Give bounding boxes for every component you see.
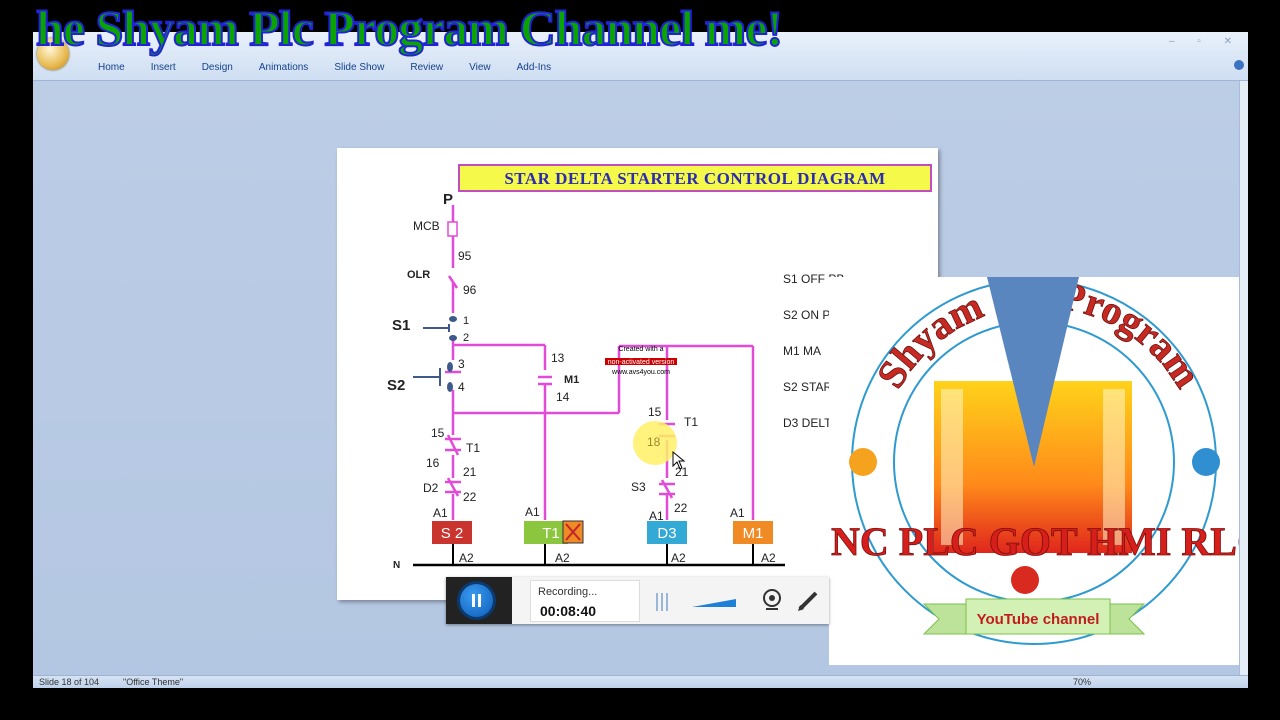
channel-logo: Shyam Plc Program CNC PLC GOT HMI RLC Yo…	[829, 277, 1239, 665]
tab-design[interactable]: Design	[201, 62, 233, 73]
svg-text:www.avs4you.com: www.avs4you.com	[611, 369, 670, 376]
svg-text:A1: A1	[730, 506, 745, 520]
zoom-level[interactable]: 70%	[1073, 677, 1092, 687]
coil-t1	[524, 521, 568, 544]
svg-text:MCB: MCB	[413, 219, 440, 233]
slide-title: STAR DELTA STARTER CONTROL DIAGRAM	[458, 164, 932, 192]
play-arrow-shape	[987, 277, 1079, 467]
svg-text:N: N	[393, 560, 400, 571]
svg-text:16: 16	[426, 456, 440, 470]
tab-review[interactable]: Review	[410, 62, 444, 73]
svg-text:15: 15	[648, 405, 662, 419]
audio-level-icon	[656, 593, 668, 611]
status-bar: Slide 18 of 104 "Office Theme" 70%	[33, 675, 1248, 688]
svg-text:A2: A2	[671, 551, 686, 565]
help-icon[interactable]	[1234, 60, 1244, 70]
coil-m1	[733, 521, 773, 544]
svg-text:S 2: S 2	[441, 525, 464, 542]
svg-text:13: 13	[551, 351, 565, 365]
ribbon-tabs: Home Insert Design Animations Slide Show…	[85, 62, 564, 74]
timer-icon	[562, 520, 584, 544]
window-controls[interactable]: – ▫ ✕	[1168, 36, 1242, 47]
tab-home[interactable]: Home	[98, 62, 125, 73]
svg-text:A1: A1	[525, 505, 540, 519]
recorder-toolbar: Recording... 00:08:40	[446, 577, 829, 624]
svg-text:Created with a: Created with a	[618, 346, 663, 353]
ribbon-banner	[965, 598, 1111, 635]
tab-view[interactable]: View	[469, 62, 491, 73]
pause-icon	[460, 584, 493, 617]
svg-text:15: 15	[431, 426, 445, 440]
legend-item: M1 MA	[783, 344, 822, 358]
vertical-scrollbar[interactable]	[1239, 81, 1248, 676]
control-diagram: P MCB 95 OLR 96 S1 1 2 S2 3 4 13 M1 14 1…	[387, 191, 785, 571]
legend-item: D3 DELT	[783, 416, 832, 430]
svg-text:A2: A2	[459, 551, 474, 565]
svg-text:21: 21	[675, 465, 689, 479]
channel-banner: he Shyam Plc Program Channel me!	[35, 0, 784, 57]
sun-icon-bottom	[1011, 566, 1039, 594]
label-p: P	[443, 191, 453, 208]
svg-text:OLR: OLR	[407, 269, 430, 281]
volume-slider[interactable]	[690, 587, 740, 613]
svg-text:T1: T1	[466, 441, 480, 455]
svg-text:A2: A2	[555, 551, 570, 565]
ribbon: Home Insert Design Animations Slide Show…	[33, 32, 1248, 81]
tab-slide-show[interactable]: Slide Show	[334, 62, 385, 73]
svg-text:1: 1	[463, 315, 469, 327]
svg-text:non-activated version: non-activated version	[608, 359, 675, 366]
svg-text:S3: S3	[631, 480, 646, 494]
svg-text:A1: A1	[433, 506, 448, 520]
svg-text:21: 21	[463, 465, 477, 479]
office-button[interactable]	[37, 38, 69, 70]
recording-time: 00:08:40	[540, 603, 597, 619]
tab-add-ins[interactable]: Add-Ins	[516, 62, 552, 73]
svg-text:A1: A1	[649, 509, 664, 523]
legend-item: S2 ON P	[783, 308, 831, 322]
svg-text:18: 18	[647, 435, 661, 449]
pen-icon[interactable]	[796, 587, 822, 613]
mouse-cursor-icon	[672, 450, 686, 470]
svg-text:M1: M1	[564, 374, 579, 386]
watermark: Created with a non-activated version www…	[605, 346, 677, 376]
slide-counter: Slide 18 of 104	[39, 677, 100, 687]
svg-text:T1: T1	[542, 525, 560, 542]
svg-text:95: 95	[458, 249, 472, 263]
svg-text:96: 96	[463, 283, 477, 297]
coil-d3	[647, 521, 687, 544]
legend-item: S2 STAR	[783, 380, 833, 394]
svg-text:D3: D3	[657, 525, 676, 542]
recording-status: Recording... 00:08:40	[530, 580, 640, 622]
sun-icon-left	[849, 448, 877, 476]
youtube-channel-label: YouTube channel	[976, 611, 1100, 628]
pause-button[interactable]	[446, 577, 512, 624]
svg-text:14: 14	[556, 390, 570, 404]
svg-text:4: 4	[458, 380, 465, 394]
theme-name: "Office Theme"	[123, 677, 184, 687]
coil-s2	[432, 521, 472, 544]
webcam-icon[interactable]	[760, 587, 786, 613]
svg-text:S2: S2	[387, 377, 405, 394]
mcb-symbol	[447, 221, 458, 237]
sun-icon-right	[1192, 448, 1220, 476]
tab-animations[interactable]: Animations	[258, 62, 309, 73]
tab-insert[interactable]: Insert	[150, 62, 176, 73]
svg-text:S1: S1	[392, 317, 410, 334]
recording-label: Recording...	[538, 586, 598, 598]
svg-text:D2: D2	[423, 481, 439, 495]
svg-text:3: 3	[458, 357, 465, 371]
svg-text:2: 2	[463, 332, 469, 344]
svg-text:T1: T1	[684, 415, 698, 429]
tech-list-text: CNC PLC GOT HMI RLC	[829, 519, 1239, 564]
svg-text:22: 22	[674, 501, 688, 515]
svg-text:22: 22	[463, 490, 477, 504]
svg-text:M1: M1	[743, 525, 764, 542]
svg-text:A2: A2	[761, 551, 776, 565]
